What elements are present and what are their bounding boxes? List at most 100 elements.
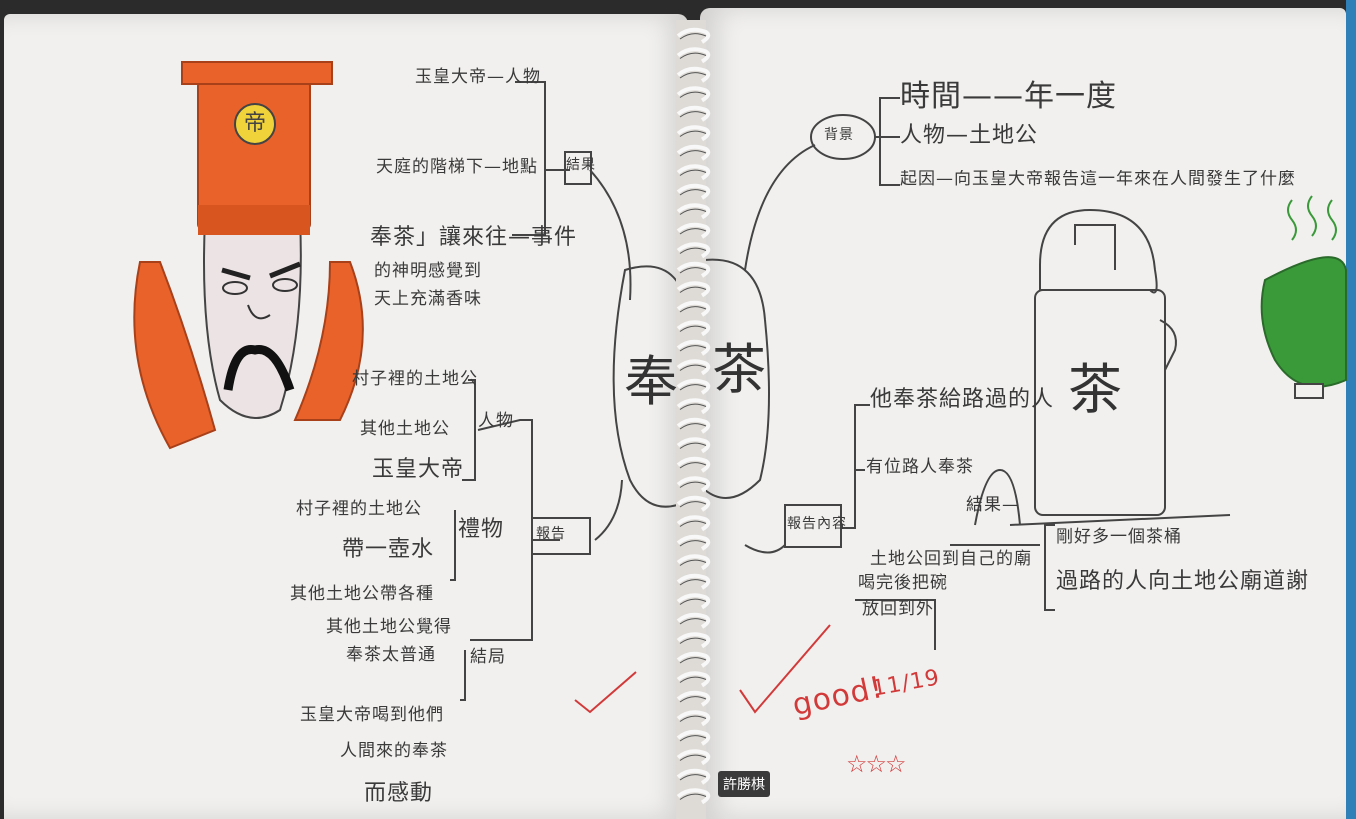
report-item-6: 放回到外 xyxy=(862,599,934,619)
spiral-ring-shadow xyxy=(679,403,707,410)
spiral-ring-shadow xyxy=(679,33,707,40)
setting-item-3: 奉茶」讓來往—事件 xyxy=(370,225,578,250)
spiral-ring-shadow xyxy=(679,774,707,781)
spiral-ring xyxy=(676,164,711,181)
gift-item-1: 村子裡的土地公 xyxy=(296,499,422,519)
student-name-label: 許勝棋 xyxy=(718,771,770,797)
spiral-ring-shadow xyxy=(679,169,707,176)
spiral-ring xyxy=(676,398,711,415)
spiral-ring-shadow xyxy=(679,364,707,371)
spiral-ring xyxy=(676,242,711,259)
report-item-4: 結果— xyxy=(966,495,1020,515)
result-item-1: 其他土地公覺得 xyxy=(326,617,452,637)
gift-item-3: 其他土地公帶各種 xyxy=(290,584,434,604)
spiral-ring xyxy=(676,534,711,551)
spiral-ring xyxy=(676,66,711,83)
tea-jar-label: 茶 xyxy=(1068,358,1123,421)
spiral-ring xyxy=(676,593,711,610)
spiral-ring-shadow xyxy=(679,345,707,352)
spiral-ring xyxy=(676,456,711,473)
spiral-ring-shadow xyxy=(679,442,707,449)
spiral-ring-shadow xyxy=(679,754,707,761)
report-item-8: 過路的人向土地公廟道謝 xyxy=(1056,569,1310,594)
spiral-ring-shadow xyxy=(679,208,707,215)
report-item-5: 喝完後把碗 xyxy=(858,573,948,593)
left-branch-lines xyxy=(450,81,632,701)
blue-accent-strip xyxy=(1346,0,1356,819)
spiral-ring-shadow xyxy=(679,598,707,605)
spiral-ring xyxy=(676,573,711,590)
left-notebook-page xyxy=(4,14,688,819)
spiral-ring xyxy=(676,768,711,785)
spiral-ring-shadow xyxy=(679,696,707,703)
spiral-ring xyxy=(676,788,711,805)
character-item-1: 村子裡的土地公 xyxy=(352,369,478,389)
result-item-4: 人間來的奉茶 xyxy=(340,741,448,761)
background-label: 背景 xyxy=(824,127,854,143)
spiral-ring xyxy=(676,125,711,142)
spiral-ring xyxy=(676,690,711,707)
spiral-ring-shadow xyxy=(679,150,707,157)
setting-branch-label: 結果 xyxy=(566,157,596,173)
spiral-ring xyxy=(676,222,711,239)
spiral-ring xyxy=(676,710,711,727)
setting-item-5: 天上充滿香味 xyxy=(374,289,482,309)
green-bowl-drawing xyxy=(1260,195,1347,399)
report-item-3: 土地公回到自己的廟 xyxy=(870,549,1032,569)
spiral-ring xyxy=(676,144,711,161)
spiral-ring xyxy=(676,554,711,571)
characters-branch-label: 人物 xyxy=(478,411,514,431)
result-item-5: 而感動 xyxy=(364,781,434,806)
background-item-3: 起因—向玉皇大帝報告這一年來在人間發生了什麼 xyxy=(900,170,1296,189)
spiral-ring-shadow xyxy=(679,559,707,566)
left-report-label: 報告 xyxy=(536,526,566,542)
character-item-2: 其他土地公 xyxy=(360,419,450,439)
spiral-ring xyxy=(676,378,711,395)
spiral-ring-shadow xyxy=(679,306,707,313)
report-item-1: 他奉茶給路過的人 xyxy=(870,387,1055,412)
spiral-ring-shadow xyxy=(679,540,707,547)
spiral-ring-shadow xyxy=(679,481,707,488)
spiral-ring-shadow xyxy=(679,72,707,79)
teacher-check-marks xyxy=(574,624,831,714)
spiral-ring-shadow xyxy=(679,286,707,293)
spiral-ring-shadow xyxy=(679,267,707,274)
spiral-ring xyxy=(676,261,711,278)
setting-item-1: 玉皇大帝—人物 xyxy=(415,67,541,87)
spiral-ring-shadow xyxy=(679,423,707,430)
spiral-ring xyxy=(676,749,711,766)
spiral-ring xyxy=(676,729,711,746)
spiral-ring xyxy=(676,300,711,317)
emperor-hat-text: 帝 xyxy=(244,111,268,136)
spiral-ring xyxy=(676,417,711,434)
spiral-ring xyxy=(676,651,711,668)
spiral-ring xyxy=(676,495,711,512)
spiral-ring-shadow xyxy=(679,130,707,137)
setting-item-2: 天庭的階梯下—地點 xyxy=(376,157,538,177)
spiral-ring-shadow xyxy=(679,501,707,508)
spiral-ring xyxy=(676,320,711,337)
spiral-ring-shadow xyxy=(679,247,707,254)
center-title-char-2: 茶 xyxy=(712,338,767,401)
spiral-ring xyxy=(676,632,711,649)
spiral-ring-shadow xyxy=(679,793,707,800)
spiral-ring xyxy=(676,515,711,532)
spiral-ring-shadow xyxy=(679,637,707,644)
spiral-ring-shadow xyxy=(679,618,707,625)
right-branch-lines xyxy=(744,97,1231,650)
spiral-ring xyxy=(676,437,711,454)
spiral-ring-shadow xyxy=(679,91,707,98)
result-branch-label: 結局 xyxy=(470,647,506,667)
spiral-ring xyxy=(676,183,711,200)
right-report-label: 報告內容 xyxy=(787,516,847,532)
spiral-ring xyxy=(676,105,711,122)
spiral-ring xyxy=(676,47,711,64)
center-bubbles xyxy=(612,258,770,508)
right-notebook-page xyxy=(700,8,1346,819)
result-item-3: 玉皇大帝喝到他們 xyxy=(300,705,444,725)
spiral-ring xyxy=(676,671,711,688)
spiral-ring-shadow xyxy=(679,676,707,683)
spiral-ring-shadow xyxy=(679,325,707,332)
